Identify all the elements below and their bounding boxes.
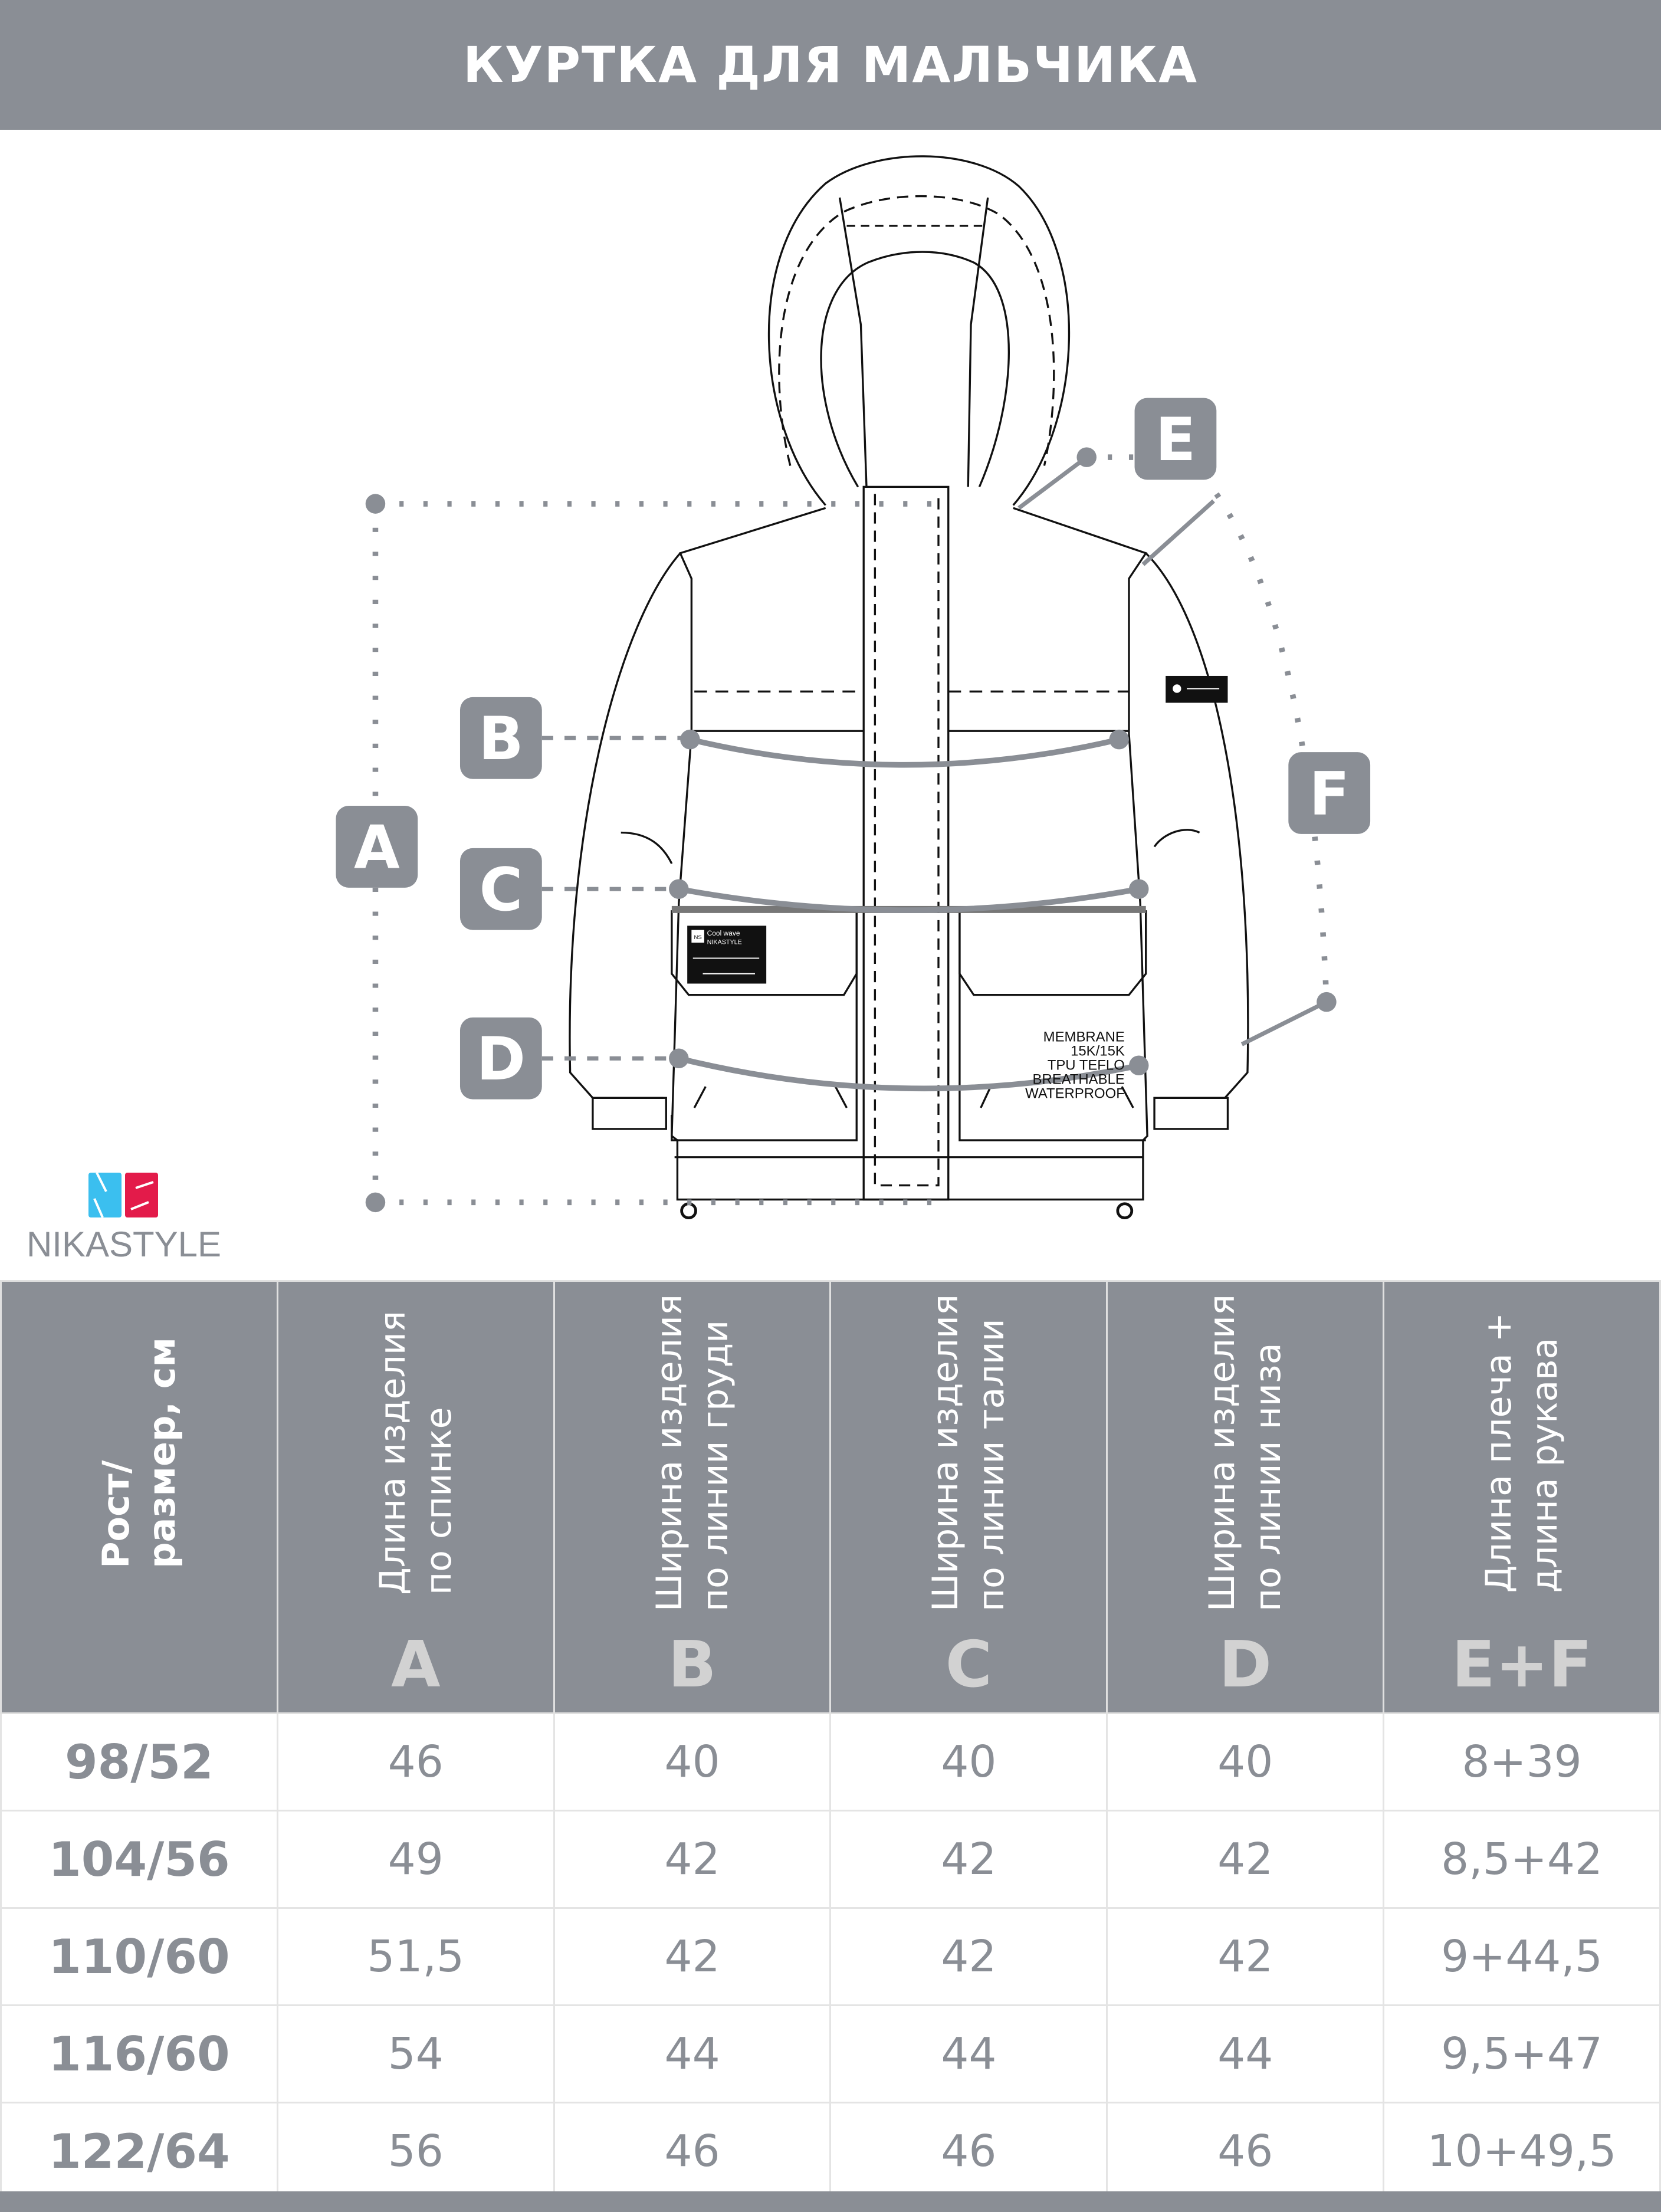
- marker-e-label: E: [1156, 405, 1196, 474]
- print-line: WATERPROOF: [1025, 1085, 1125, 1101]
- value-cell: 51,5: [276, 1907, 555, 2006]
- header-label: Длина изделия по спинке: [372, 1310, 459, 1596]
- value-cell: 44: [553, 2004, 832, 2103]
- badge-logo: NS: [694, 934, 701, 941]
- value-cell: 56: [276, 2102, 555, 2201]
- size-cell: 116/60: [0, 2004, 278, 2103]
- value-cell: 46: [829, 2102, 1108, 2201]
- size-table: Рост/ размер, см Длина изделия по спинке…: [0, 1280, 1661, 2201]
- value-cell: 42: [553, 1907, 832, 2006]
- size-cell: 104/56: [0, 1810, 278, 1909]
- value-cell: 46: [1106, 2102, 1385, 2201]
- brand-name: NIKASTYLE: [26, 1225, 222, 1264]
- value-cell: 8+39: [1383, 1712, 1661, 1811]
- title-bar: КУРТКА ДЛЯ МАЛЬЧИКА: [0, 0, 1661, 130]
- header-dim: A: [390, 1628, 441, 1702]
- value-cell: 9,5+47: [1383, 2004, 1661, 2103]
- music-badge: NS Cool wave NIKASTYLE: [687, 926, 767, 984]
- badge-artist: NIKASTYLE: [707, 939, 742, 946]
- badge-track: Cool wave: [707, 929, 740, 937]
- page-title: КУРТКА ДЛЯ МАЛЬЧИКА: [463, 36, 1198, 94]
- value-cell: 44: [829, 2004, 1108, 2103]
- membrane-print: MEMBRANE 15K/15K TPU TEFLO BREATHABLE WA…: [1025, 1029, 1125, 1102]
- value-cell: 42: [553, 1810, 832, 1909]
- marker-b: [459, 697, 542, 779]
- marker-f-label: F: [1309, 759, 1350, 828]
- table-header-row: Рост/ размер, см Длина изделия по спинке…: [0, 1280, 1661, 1714]
- size-cell: 122/64: [0, 2102, 278, 2201]
- header-dim: D: [1219, 1628, 1272, 1702]
- marker-c: [459, 848, 542, 930]
- header-dim: E+F: [1452, 1628, 1593, 1702]
- value-cell: 42: [829, 1907, 1108, 2006]
- marker-a-label: A: [354, 813, 400, 882]
- marker-c-label: C: [480, 855, 523, 924]
- print-line: 15K/15K: [1071, 1043, 1125, 1059]
- nikastyle-logo-icon: [88, 1173, 158, 1217]
- print-line: BREATHABLE: [1032, 1071, 1124, 1087]
- marker-d-label: D: [477, 1025, 526, 1094]
- value-cell: 46: [553, 2102, 832, 2201]
- value-cell: 40: [553, 1712, 832, 1811]
- sleeve-label-icon: [1166, 675, 1228, 703]
- value-cell: 44: [1106, 2004, 1385, 2103]
- header-dim: B: [668, 1628, 717, 1702]
- header-dim: C: [945, 1628, 993, 1702]
- marker-d: [459, 1017, 542, 1100]
- value-cell: 9+44,5: [1383, 1907, 1661, 2006]
- header-label: Длина плеча + длина рукава: [1478, 1312, 1566, 1593]
- header-label: Ширина изделия по линии груди: [648, 1294, 736, 1612]
- measure-lines: [372, 454, 1330, 1206]
- header-label: Ширина изделия по линии талии: [925, 1294, 1013, 1612]
- marker-b-label: B: [478, 704, 524, 773]
- marker-a: [336, 806, 418, 888]
- footer-bar: [0, 2191, 1661, 2212]
- jacket-diagram: NS Cool wave NIKASTYLE MEMBRANE: [336, 155, 1371, 1220]
- marker-f: [1288, 752, 1371, 834]
- value-cell: 10+49,5: [1383, 2102, 1661, 2201]
- size-cell: 110/60: [0, 1907, 278, 2006]
- value-cell: 42: [1106, 1907, 1385, 2006]
- value-cell: 54: [276, 2004, 555, 2103]
- value-cell: 46: [276, 1712, 555, 1811]
- jacket-outline: [569, 155, 1249, 1201]
- value-cell: 42: [829, 1810, 1108, 1909]
- header-label: Рост/ размер, см: [94, 1337, 183, 1568]
- print-line: TPU TEFLO: [1048, 1057, 1125, 1073]
- value-cell: 42: [1106, 1810, 1385, 1909]
- value-cell: 8,5+42: [1383, 1810, 1661, 1909]
- header-label: Ширина изделия по линии низа: [1202, 1294, 1289, 1612]
- header-size: Рост/ размер, см: [0, 1280, 278, 1714]
- size-cell: 98/52: [0, 1712, 278, 1811]
- value-cell: 40: [1106, 1712, 1385, 1811]
- value-cell: 40: [829, 1712, 1108, 1811]
- print-line: MEMBRANE: [1043, 1029, 1125, 1045]
- value-cell: 49: [276, 1810, 555, 1909]
- marker-e: [1134, 398, 1217, 480]
